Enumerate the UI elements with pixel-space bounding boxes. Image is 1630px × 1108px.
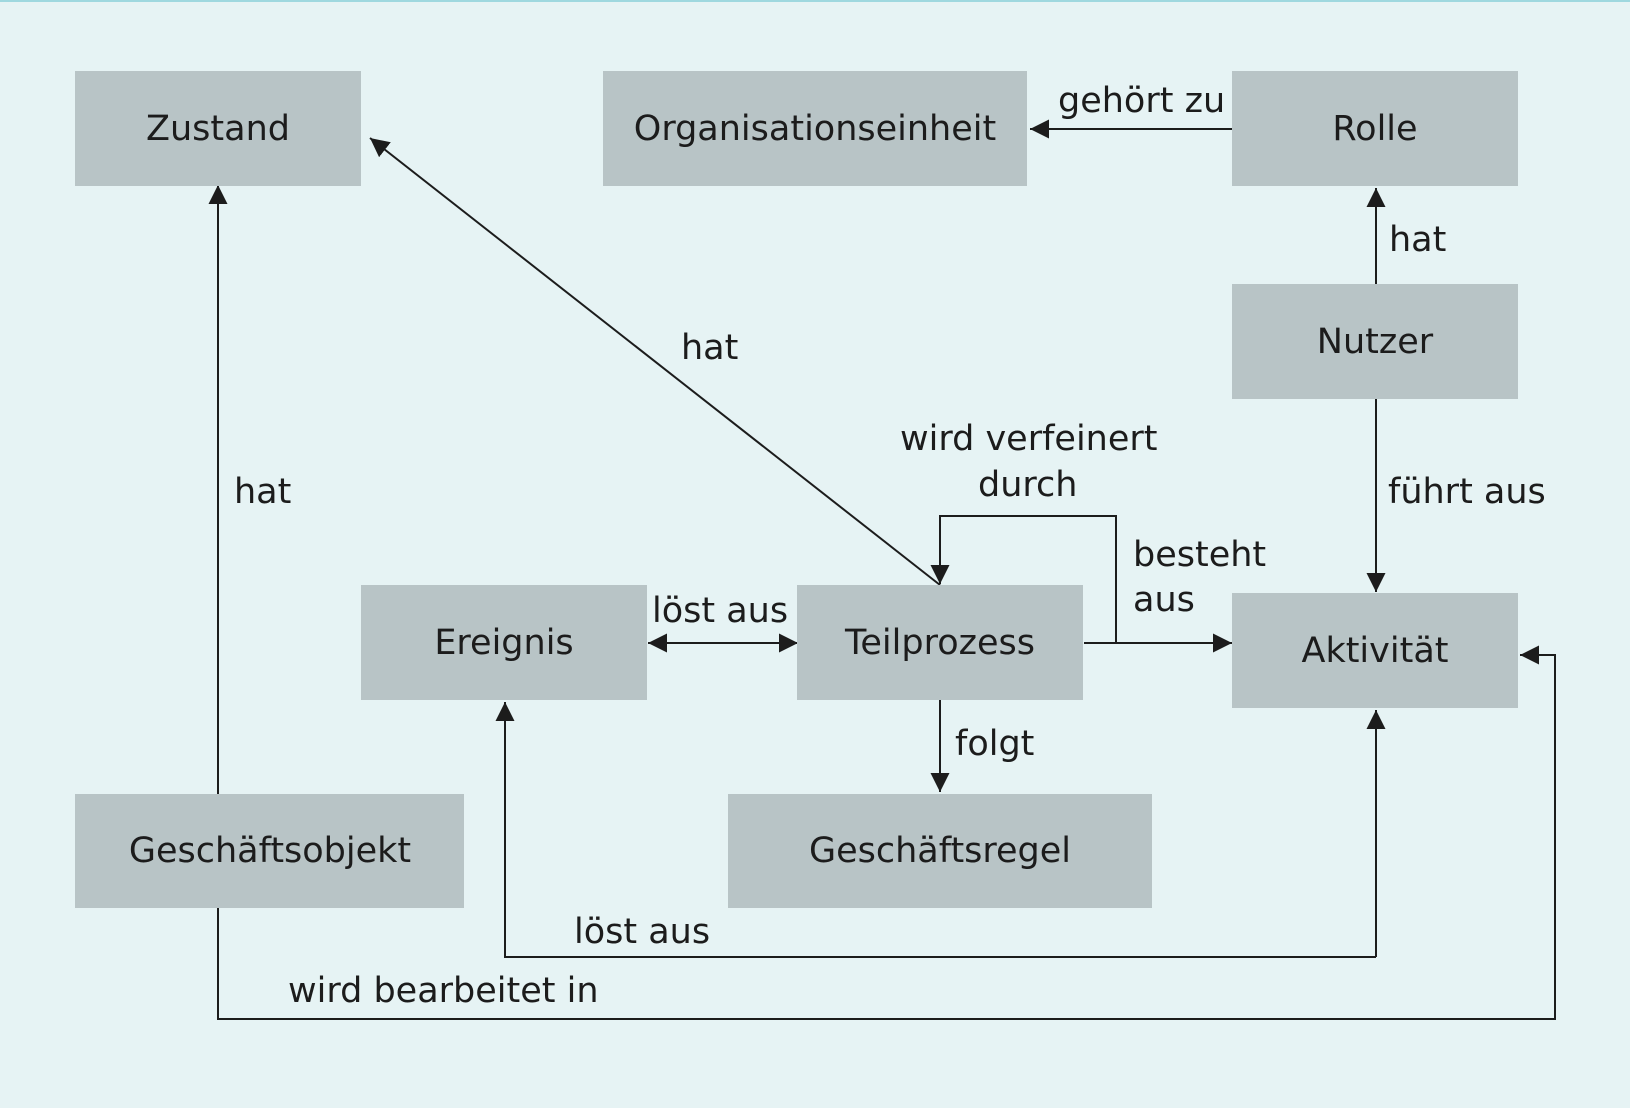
- label-wird-bearbeitet-in: wird bearbeitet in: [288, 971, 599, 1011]
- node-ereignis: Ereignis: [361, 585, 647, 700]
- node-geschaeftsobjekt-label: Geschäftsobjekt: [129, 831, 411, 871]
- node-rolle-label: Rolle: [1332, 109, 1417, 149]
- edge-teilprozess-refinement-loop: [930, 515, 1117, 643]
- node-organisationseinheit-label: Organisationseinheit: [634, 109, 996, 149]
- label-rolle-hat: hat: [1389, 220, 1446, 260]
- label-fuehrt-aus: führt aus: [1388, 472, 1546, 512]
- label-wird-verfeinert-2: durch: [978, 465, 1077, 505]
- label-loest-aus-aktivitaet: löst aus: [574, 912, 710, 952]
- edge-geschaeftsobjekt-aktivitaet: [217, 645, 1556, 1020]
- node-geschaeftsregel: Geschäftsregel: [728, 794, 1152, 908]
- label-teilprozess-hat: hat: [681, 328, 738, 368]
- node-aktivitaet-label: Aktivität: [1302, 631, 1449, 671]
- node-rolle: Rolle: [1232, 71, 1518, 186]
- edge-labels: gehört zu hat hat hat wird verfeinert du…: [234, 81, 1546, 1011]
- node-zustand-label: Zustand: [146, 109, 290, 149]
- label-loest-aus-ereignis: löst aus: [652, 591, 788, 631]
- node-aktivitaet: Aktivität: [1232, 593, 1518, 708]
- edges: [208, 119, 1556, 1020]
- label-folgt: folgt: [955, 724, 1034, 764]
- node-ereignis-label: Ereignis: [434, 623, 573, 663]
- node-nutzer: Nutzer: [1232, 284, 1518, 399]
- label-wird-verfeinert-1: wird verfeinert: [900, 419, 1158, 459]
- node-organisationseinheit: Organisationseinheit: [603, 71, 1027, 186]
- label-besteht-1: besteht: [1133, 535, 1266, 575]
- node-zustand: Zustand: [75, 71, 361, 186]
- edge-teilprozess-zustand: [369, 137, 941, 586]
- node-geschaeftsobjekt: Geschäftsobjekt: [75, 794, 464, 908]
- label-gehoert-zu: gehört zu: [1058, 81, 1225, 121]
- node-teilprozess-label: Teilprozess: [844, 623, 1035, 663]
- label-objekt-hat: hat: [234, 472, 291, 512]
- node-geschaeftsregel-label: Geschäftsregel: [809, 831, 1071, 871]
- node-teilprozess: Teilprozess: [797, 585, 1083, 700]
- node-nutzer-label: Nutzer: [1317, 322, 1434, 362]
- label-besteht-2: aus: [1133, 580, 1195, 620]
- top-border: [0, 0, 1630, 2]
